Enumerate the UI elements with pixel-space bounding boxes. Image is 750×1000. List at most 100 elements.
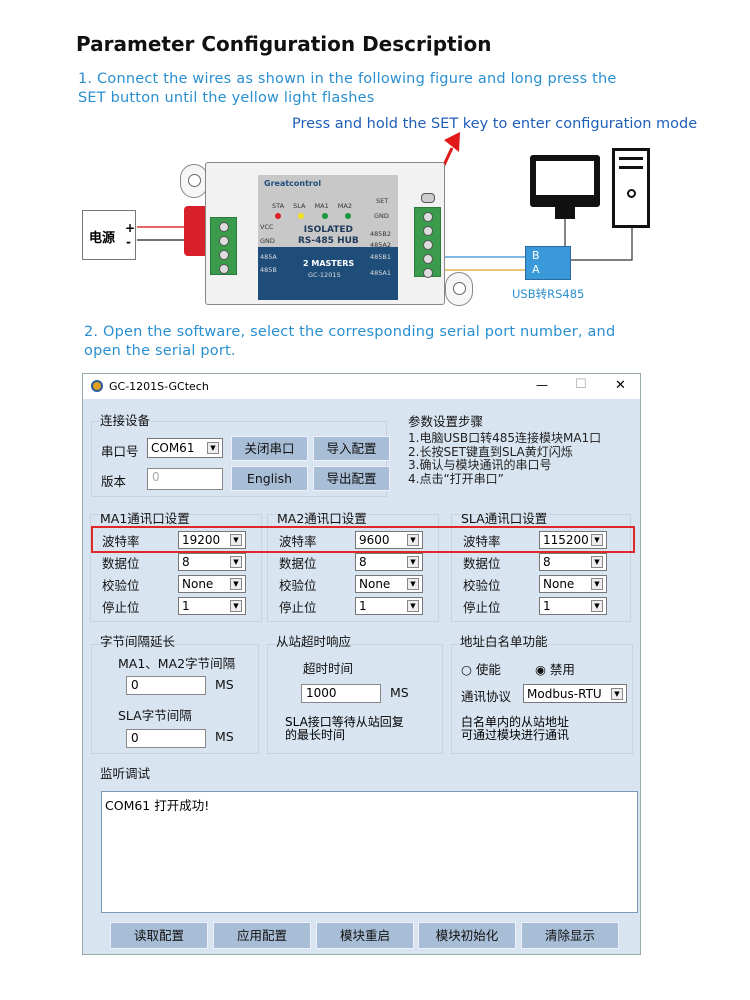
dropdown-arrow-icon[interactable]: ▼ (407, 534, 419, 546)
ma2-stop-select[interactable]: 1▼ (355, 597, 423, 615)
ma1-stop-select[interactable]: 1▼ (178, 597, 246, 615)
ma1-parity-select[interactable]: None▼ (178, 575, 246, 593)
protocol-select[interactable]: Modbus-RTU▼ (523, 684, 627, 703)
english-button[interactable]: English (231, 466, 308, 491)
timeout-input[interactable]: 1000 (301, 684, 381, 703)
maximize-button[interactable]: ☐ (575, 377, 587, 392)
ma1-led (321, 213, 328, 219)
sla-led (298, 213, 305, 219)
dropdown-arrow-icon[interactable]: ▼ (591, 600, 603, 612)
dropdown-arrow-icon[interactable]: ▼ (230, 578, 242, 590)
port-select[interactable]: COM61▼ (147, 438, 223, 458)
version-label: 版本 (101, 474, 127, 489)
disable-radio[interactable]: ◉ 禁用 (535, 662, 575, 677)
sla-stop-select[interactable]: 1▼ (539, 597, 607, 615)
dropdown-arrow-icon[interactable]: ▼ (407, 556, 419, 568)
baud-label: 波特率 (102, 534, 140, 549)
version-field: 0 (147, 468, 223, 490)
step2-text: 2. Open the software, select the corresp… (84, 324, 616, 359)
ma1-data-select[interactable]: 8▼ (178, 553, 246, 571)
action-button-2[interactable]: 模块重启 (316, 922, 414, 949)
sla-data-select[interactable]: 8▼ (539, 553, 607, 571)
ma2-parity-value: None (359, 577, 391, 591)
sla-gap-input[interactable]: 0 (126, 729, 206, 748)
sta-led (275, 213, 281, 219)
parity-label: 校验位 (102, 578, 140, 593)
sla-port-label: SLA通讯口设置 (461, 511, 548, 526)
import-config-button[interactable]: 导入配置 (313, 436, 390, 461)
close-port-button[interactable]: 关闭串口 (231, 436, 308, 461)
byte-gap-group (91, 644, 259, 754)
timeout-label: 从站超时响应 (276, 634, 352, 649)
ma2-stop-value: 1 (359, 599, 367, 613)
ma2-port-group (267, 514, 439, 622)
power-box: 电源 +- (82, 210, 136, 260)
whitelist-label: 地址白名单功能 (460, 634, 548, 649)
stop-label: 停止位 (279, 600, 317, 615)
parity-label: 校验位 (279, 578, 317, 593)
dropdown-arrow-icon[interactable]: ▼ (591, 578, 603, 590)
data-label: 数据位 (102, 556, 140, 571)
sla-baud-select[interactable]: 115200▼ (539, 531, 607, 549)
dropdown-arrow-icon[interactable]: ▼ (230, 556, 242, 568)
action-button-1[interactable]: 应用配置 (213, 922, 311, 949)
ma2-port-label: MA2通讯口设置 (277, 511, 367, 526)
dropdown-arrow-icon[interactable]: ▼ (407, 600, 419, 612)
action-button-3[interactable]: 模块初始化 (418, 922, 516, 949)
monitor-textarea[interactable]: COM61 打开成功! (101, 791, 638, 913)
sla-port-group (451, 514, 631, 622)
data-label: 数据位 (279, 556, 317, 571)
baud-highlight (91, 526, 635, 553)
sla-data-value: 8 (543, 555, 551, 569)
ma-gap-input[interactable]: 0 (126, 676, 206, 695)
ma1-port-label: MA1通讯口设置 (100, 511, 190, 526)
action-button-4[interactable]: 清除显示 (521, 922, 619, 949)
power-terminal (210, 217, 237, 275)
ma2-baud-select[interactable]: 9600 ▼ (355, 531, 423, 549)
timeout-group (267, 644, 443, 754)
ma2-data-value: 8 (359, 555, 367, 569)
dropdown-arrow-icon[interactable]: ▼ (230, 534, 242, 546)
ma2-data-select[interactable]: 8▼ (355, 553, 423, 571)
byte-gap-label: 字节间隔延长 (100, 634, 176, 649)
close-button[interactable]: ✕ (615, 378, 626, 393)
steps-label: 参数设置步骤 (408, 414, 484, 429)
monitor-icon (530, 155, 600, 207)
ma2-led (344, 213, 351, 219)
red-clip (184, 206, 208, 256)
sla-baud-value: 115200 (543, 533, 589, 547)
set-button[interactable] (421, 193, 435, 203)
protocol-label: 通讯协议 (461, 689, 512, 704)
sla-parity-value: None (543, 577, 575, 591)
title-bar: GC-1201S-GCtech — ☐ ✕ (83, 374, 640, 399)
sla-gap-label: SLA字节间隔 (118, 708, 192, 723)
sla-parity-select[interactable]: None ▼ (539, 575, 607, 593)
dropdown-arrow-icon[interactable]: ▼ (591, 556, 603, 568)
mount-ear (180, 164, 208, 198)
export-config-button[interactable]: 导出配置 (313, 466, 390, 491)
action-button-0[interactable]: 读取配置 (110, 922, 208, 949)
connect-group-label: 连接设备 (100, 410, 151, 429)
converter-label: USB转RS485 (512, 287, 585, 301)
monitor-label: 监听调试 (100, 766, 151, 781)
ma-gap-label: MA1、MA2字节间隔 (118, 656, 236, 671)
sla-stop-value: 1 (543, 599, 551, 613)
baud-label: 波特率 (279, 534, 317, 549)
pc-tower-icon (612, 148, 650, 228)
whitelist-group (451, 644, 633, 754)
app-icon (91, 380, 103, 392)
dropdown-arrow-icon[interactable]: ▼ (591, 534, 603, 546)
dropdown-arrow-icon: ▼ (611, 687, 623, 700)
ma2-baud-value: 9600 (359, 533, 390, 547)
ma1-baud-select[interactable]: 19200▼ (178, 531, 246, 549)
minimize-button[interactable]: — (536, 378, 548, 392)
hint-text: Press and hold the SET key to enter conf… (292, 116, 698, 132)
ms-unit: MS (215, 677, 234, 692)
enable-radio[interactable]: ○ 使能 (461, 662, 501, 677)
dropdown-arrow-icon[interactable]: ▼ (407, 578, 419, 590)
stop-label: 停止位 (102, 600, 140, 615)
dropdown-arrow-icon[interactable]: ▼ (230, 600, 242, 612)
ma2-parity-select[interactable]: None ▼ (355, 575, 423, 593)
